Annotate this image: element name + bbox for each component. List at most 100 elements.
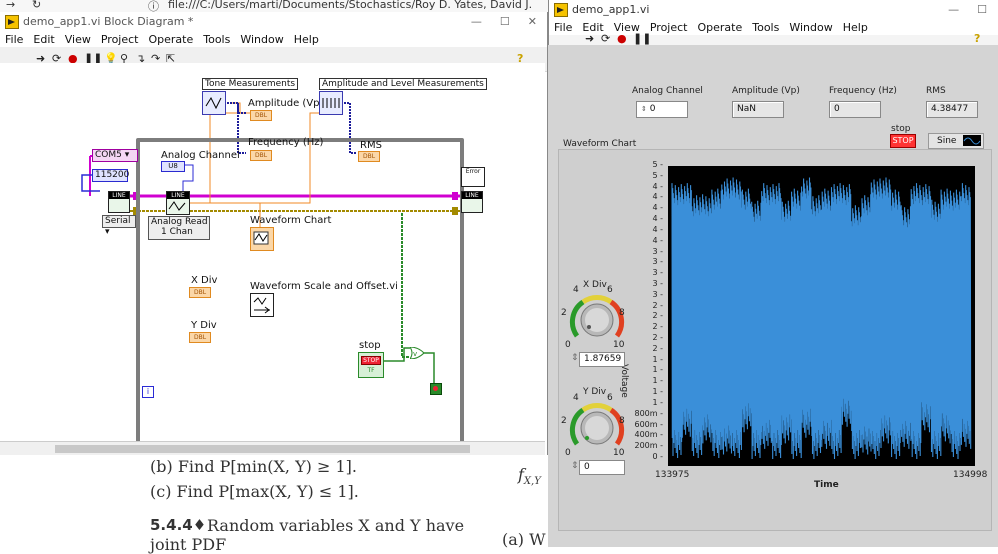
waveform-series-line bbox=[671, 177, 972, 460]
iteration-terminal[interactable]: i bbox=[142, 386, 154, 398]
run-continuously-icon[interactable]: ⟳ bbox=[52, 52, 62, 65]
fp-menu-window[interactable]: Window bbox=[789, 20, 833, 34]
fp-run-icon[interactable]: ➜ bbox=[585, 32, 595, 45]
y-div-increment-icon[interactable]: ⇕ bbox=[571, 461, 579, 471]
step-out-icon[interactable]: ⇱ bbox=[166, 52, 176, 65]
analog-read-selector[interactable]: Analog Read 1 Chan bbox=[148, 216, 210, 240]
linx-open-vi[interactable]: LINE bbox=[108, 191, 130, 213]
x-div-increment-icon[interactable]: ⇕ bbox=[571, 353, 579, 363]
while-loop-structure[interactable] bbox=[136, 138, 464, 473]
y-tick-label: 200m - bbox=[634, 441, 664, 451]
context-help-icon[interactable]: ? bbox=[517, 52, 524, 65]
y-tick-label: 1 - bbox=[652, 376, 663, 386]
fp-pause-icon[interactable]: ❚❚ bbox=[633, 32, 652, 45]
linx-close-text: LINE bbox=[462, 192, 482, 199]
menu-tools[interactable]: Tools bbox=[203, 32, 231, 46]
highlight-execution-icon[interactable]: 💡 bbox=[104, 52, 118, 65]
waveform-chart-terminal[interactable] bbox=[250, 227, 274, 251]
waveform-scale-offset-vi[interactable] bbox=[250, 293, 274, 317]
fp-menu-project[interactable]: Project bbox=[649, 20, 688, 34]
fp-menu-view[interactable]: View bbox=[613, 20, 640, 34]
visa-resource-constant[interactable]: COM5 ▾ bbox=[92, 149, 138, 162]
y-tick-label: 400m - bbox=[634, 430, 664, 440]
block-diagram-canvas[interactable]: Tone Measurements Amplitude (Vp) DBL Fre… bbox=[0, 63, 545, 473]
amplitude-indicator[interactable]: DBL bbox=[250, 110, 272, 121]
frequency-indicator[interactable]: DBL bbox=[250, 150, 272, 161]
y-tick-label: 2 - bbox=[652, 311, 663, 321]
menu-operate[interactable]: Operate bbox=[148, 32, 194, 46]
x-end-label: 134998 bbox=[953, 470, 988, 480]
step-over-icon[interactable]: ↷ bbox=[151, 52, 161, 65]
fp-menu-edit[interactable]: Edit bbox=[582, 20, 604, 34]
simple-error-handler-vi[interactable]: Error bbox=[461, 167, 485, 187]
amplitude-level-express-vi[interactable] bbox=[319, 91, 343, 115]
refresh-icon[interactable]: ↻ bbox=[32, 0, 42, 11]
menu-project[interactable]: Project bbox=[100, 32, 139, 46]
front-panel-canvas: Analog Channel ⇕ 0 Amplitude (Vp) NaN Fr… bbox=[548, 45, 998, 547]
stop-button[interactable]: STOP bbox=[890, 134, 916, 148]
tone-measurements-label: Tone Measurements bbox=[202, 78, 299, 90]
y-div-numeric[interactable]: 0 bbox=[579, 460, 625, 475]
amplitude-level-measurements-label: Amplitude and Level Measurements bbox=[319, 78, 487, 90]
analog-channel-numeric[interactable]: ⇕ 0 bbox=[636, 101, 688, 118]
linx-open-text: LINE bbox=[109, 192, 129, 199]
step-into-icon[interactable]: ↴ bbox=[136, 52, 146, 65]
front-panel-toolbar: ➜ ⟳ ● ❚❚ ? bbox=[549, 32, 998, 45]
abort-icon[interactable]: ● bbox=[68, 52, 78, 65]
baud-rate-constant[interactable]: 115200 bbox=[92, 169, 129, 182]
loop-condition-terminal[interactable] bbox=[430, 383, 442, 395]
analog-channel-control[interactable]: U8 bbox=[161, 161, 185, 172]
fp-menu-tools[interactable]: Tools bbox=[752, 20, 780, 34]
y-tick-label: 2 - bbox=[652, 333, 663, 343]
stop-terminal[interactable]: STOP TF bbox=[358, 352, 384, 378]
minimize-icon[interactable]: — bbox=[470, 15, 482, 28]
ydiv-tick-10: 10 bbox=[613, 448, 625, 458]
x-div-numeric[interactable]: 1.87659 bbox=[579, 352, 625, 367]
y-tick-label: 2 - bbox=[652, 343, 663, 353]
tone-measurements-express-vi[interactable] bbox=[202, 91, 226, 115]
front-panel-title: demo_app1.vi bbox=[572, 3, 650, 16]
xdiv-tick-10: 10 bbox=[613, 340, 625, 350]
serial-text: Serial bbox=[105, 216, 131, 226]
fp-abort-icon[interactable]: ● bbox=[617, 32, 627, 45]
fp-minimize-icon[interactable]: — bbox=[948, 3, 960, 16]
x-div-terminal[interactable]: DBL bbox=[189, 287, 211, 298]
retain-wire-values-icon[interactable]: ⚲ bbox=[120, 52, 129, 65]
ydiv-tick-4: 4 bbox=[573, 393, 579, 403]
y-tick-label: 2 - bbox=[652, 300, 663, 310]
linx-analog-read-vi[interactable]: LINE bbox=[166, 191, 190, 215]
block-diagram-horizontal-scrollbar[interactable] bbox=[0, 441, 545, 456]
or-gate-icon[interactable]: v bbox=[409, 346, 425, 360]
sine-selector[interactable]: Sine bbox=[928, 133, 984, 149]
run-icon[interactable]: ➜ bbox=[36, 52, 46, 65]
front-panel-menubar: File Edit View Project Operate Tools Win… bbox=[549, 19, 998, 35]
y-tick-label: 3 - bbox=[652, 278, 663, 288]
maximize-icon[interactable]: ☐ bbox=[499, 15, 510, 28]
serial-selector[interactable]: Serial ▾ bbox=[102, 215, 136, 237]
fp-maximize-icon[interactable]: ☐ bbox=[977, 3, 987, 16]
analog-channel-value[interactable]: 0 bbox=[649, 104, 656, 114]
fp-menu-operate[interactable]: Operate bbox=[697, 20, 743, 34]
waveform-chart[interactable]: Waveform Chart Voltage 5 -5 -4 -4 -4 -4 … bbox=[558, 139, 992, 531]
fp-run-continuously-icon[interactable]: ⟳ bbox=[601, 32, 611, 45]
rms-indicator[interactable]: DBL bbox=[358, 151, 380, 162]
menu-window[interactable]: Window bbox=[240, 32, 284, 46]
x-div-knob[interactable] bbox=[569, 290, 625, 346]
y-div-label: Y Div bbox=[191, 320, 217, 331]
close-icon[interactable]: ✕ bbox=[527, 15, 537, 28]
y-div-knob[interactable] bbox=[569, 398, 625, 454]
scrollbar-thumb[interactable] bbox=[55, 445, 470, 453]
back-icon[interactable]: → bbox=[6, 0, 16, 11]
linx-close-vi[interactable]: LINE bbox=[461, 191, 483, 213]
fp-menu-help[interactable]: Help bbox=[842, 20, 868, 34]
y-div-terminal[interactable]: DBL bbox=[189, 332, 211, 343]
pause-icon[interactable]: ❚❚ bbox=[84, 52, 103, 65]
menu-edit[interactable]: Edit bbox=[33, 32, 55, 46]
numeric-increment-icon[interactable]: ⇕ bbox=[641, 105, 647, 113]
fp-context-help-icon[interactable]: ? bbox=[974, 32, 981, 45]
menu-file[interactable]: File bbox=[5, 32, 24, 46]
menu-help[interactable]: Help bbox=[293, 32, 319, 46]
fp-menu-file[interactable]: File bbox=[554, 20, 573, 34]
menu-view[interactable]: View bbox=[64, 32, 91, 46]
x-div-fp-label: X Div bbox=[583, 280, 607, 290]
